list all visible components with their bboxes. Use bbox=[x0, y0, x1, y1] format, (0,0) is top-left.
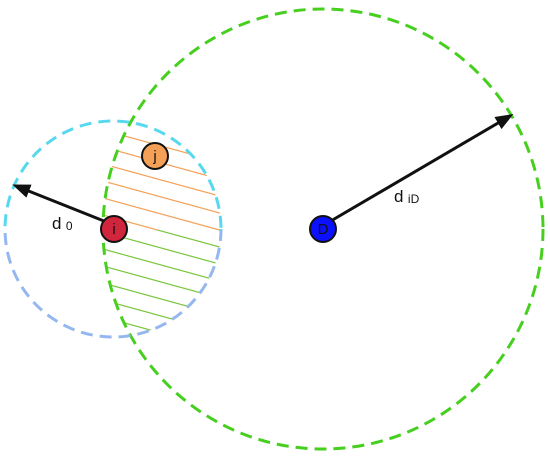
d0-main-text: d bbox=[52, 214, 61, 233]
hatch-line-upper bbox=[70, 393, 245, 441]
node-j-circle bbox=[141, 142, 169, 170]
hatch-line-lower bbox=[70, 342, 245, 390]
diD-radius-arrow bbox=[323, 113, 514, 227]
hatch-line-upper bbox=[103, 171, 221, 221]
hatch-line-lower bbox=[70, 70, 245, 118]
hatch-line-lower bbox=[70, 359, 245, 407]
hatch-line-lower bbox=[103, 324, 221, 337]
node-i-label: i bbox=[112, 221, 115, 238]
node-d-circle bbox=[309, 215, 337, 243]
d0-subscript: 0 bbox=[66, 219, 73, 233]
diD-main-text: d bbox=[394, 187, 403, 206]
hatch-line-upper bbox=[103, 188, 221, 230]
node-i: i bbox=[100, 215, 128, 243]
d0-radius-arrow bbox=[12, 184, 115, 227]
node-d: D bbox=[309, 215, 337, 243]
small-range-circle bbox=[3, 119, 223, 339]
hatch-line-lower bbox=[70, 376, 245, 424]
hatch-lower-lines bbox=[70, 70, 245, 457]
diD-label: d iD bbox=[394, 187, 420, 206]
node-i-circle bbox=[100, 215, 128, 243]
d0-label: d 0 bbox=[52, 214, 73, 233]
hatch-line-upper bbox=[70, 70, 245, 118]
hatch-line-lower bbox=[70, 87, 245, 135]
hatch-line-upper bbox=[70, 410, 245, 457]
hatch-line-upper bbox=[70, 359, 245, 407]
hatch-line-upper bbox=[70, 325, 245, 373]
hatch-line-lower bbox=[103, 230, 221, 255]
hatch-line-upper bbox=[70, 342, 245, 390]
node-j: j bbox=[141, 142, 169, 170]
hatch-line-lower bbox=[70, 393, 245, 441]
hatch-line-lower bbox=[70, 410, 245, 457]
intersection-hatch-region bbox=[70, 70, 245, 457]
small-dashed-circle-upper bbox=[3, 119, 223, 230]
hatch-line-upper bbox=[103, 121, 221, 136]
diD-subscript: iD bbox=[408, 192, 420, 206]
hatch-line-upper bbox=[70, 376, 245, 424]
node-d-label: D bbox=[318, 221, 329, 238]
node-j-label: j bbox=[152, 148, 156, 165]
